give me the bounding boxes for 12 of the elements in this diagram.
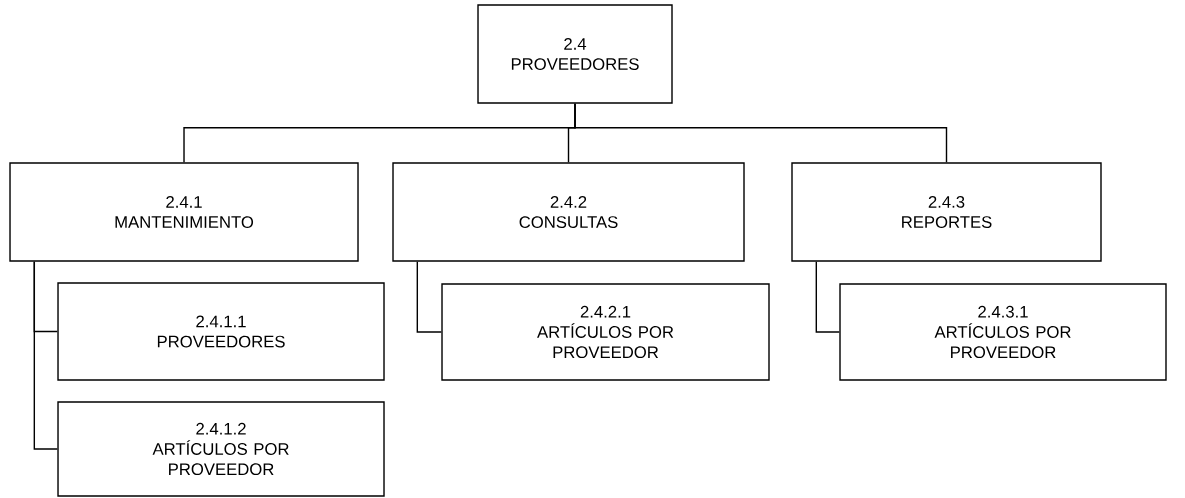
process-box: 2.4.3 REPORTES	[791, 162, 1102, 262]
process-box: 2.4.2 CONSULTAS	[392, 162, 745, 262]
process-box: 2.4.3.1 ARTÍCULOS POR PROVEEDOR	[839, 283, 1167, 381]
process-box: 2.4.2.1 ARTÍCULOS POR PROVEEDOR	[441, 283, 770, 381]
connector-line	[416, 261, 442, 333]
connector-line	[815, 261, 840, 333]
process-box: 2.4 PROVEEDORES	[477, 4, 673, 104]
process-box: 2.4.1.1 PROVEEDORES	[57, 282, 385, 381]
process-box: 2.4.1 MANTENIMIENTO	[9, 162, 359, 262]
process-box: 2.4.1.2 ARTÍCULOS POR PROVEEDOR	[57, 401, 385, 497]
connector-line	[33, 261, 59, 450]
connector-line	[574, 103, 948, 163]
